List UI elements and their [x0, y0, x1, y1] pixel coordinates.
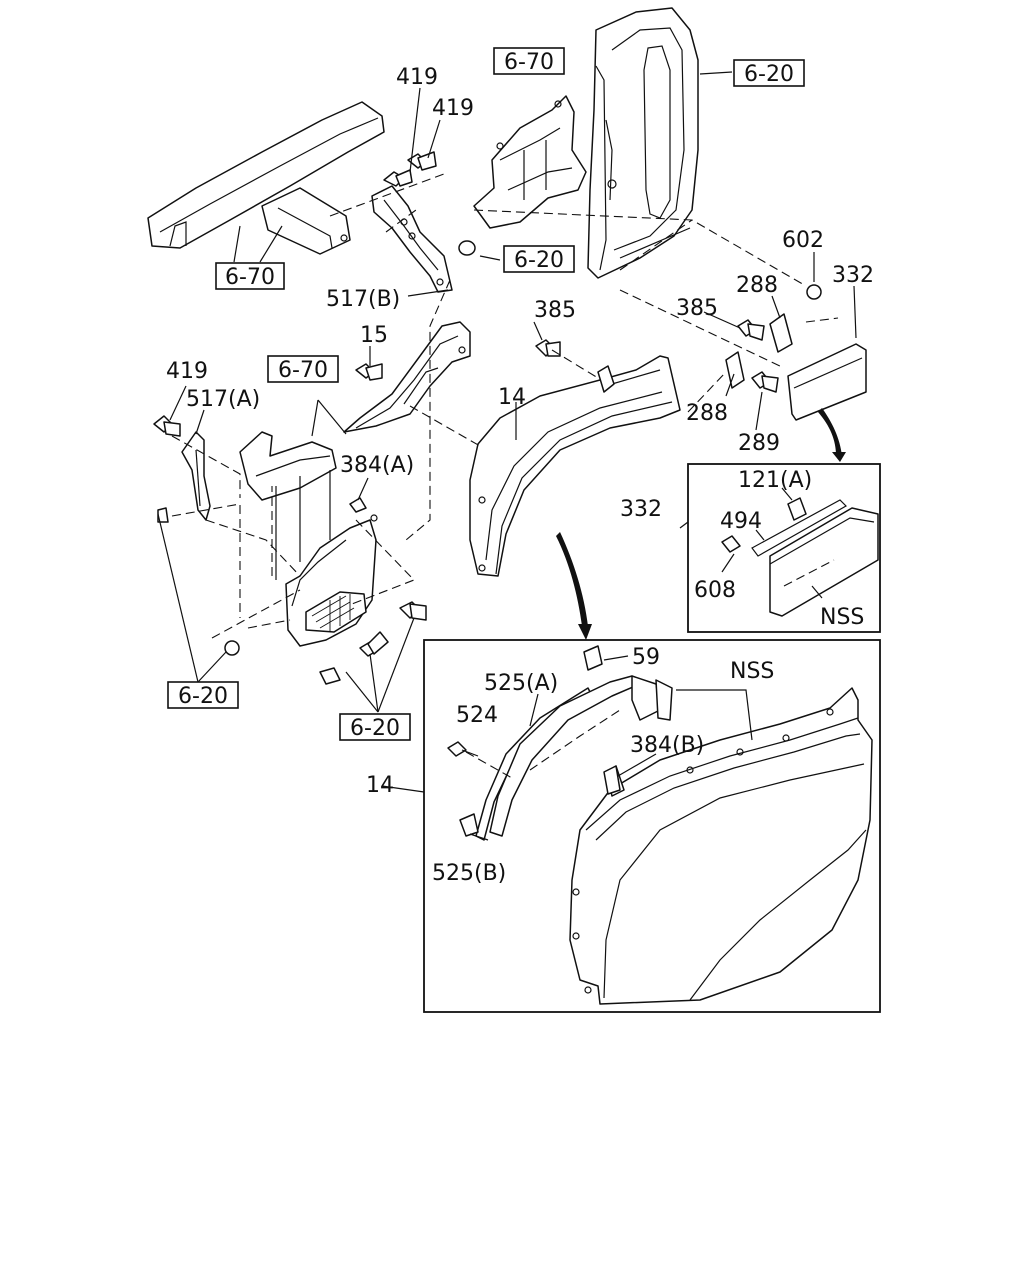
- callout-arrows: [556, 408, 846, 640]
- label-289: 289: [738, 431, 780, 456]
- bracket-6-70-upper-part: [473, 95, 587, 229]
- label-288-b: 288: [686, 401, 728, 426]
- label-detail-14: 14: [366, 773, 394, 798]
- label-384b: 384(B): [630, 733, 704, 758]
- label-fender-nss: NSS: [730, 659, 774, 684]
- label-15: 15: [360, 323, 388, 348]
- svg-text:6-70: 6-70: [504, 50, 554, 75]
- label-detail-nss: NSS: [820, 605, 864, 630]
- detail-box-fender-14: 59 525(A) NSS 524 384(B) 525(B): [423, 639, 881, 1013]
- detail-box-trim-332: 332 121(A) 494 608 NSS: [620, 463, 881, 633]
- ref-box-6-70-top: 6-70: [493, 47, 565, 75]
- cab-panel-part: [587, 7, 699, 279]
- ref-box-6-20-bottom: 6-20: [339, 713, 411, 741]
- label-121a: 121(A): [738, 468, 812, 493]
- label-419-a: 419: [396, 65, 438, 90]
- label-517a: 517(A): [186, 387, 260, 412]
- ref-box-6-70-lower: 6-70: [267, 355, 339, 383]
- bracket-15-part: [343, 321, 471, 433]
- fender-14-part: [469, 355, 681, 577]
- bolt-385-part: [535, 339, 561, 357]
- label-385-a: 385: [676, 296, 718, 321]
- label-59: 59: [632, 645, 660, 670]
- svg-text:6-70: 6-70: [278, 358, 328, 383]
- step-assembly-part: [224, 497, 427, 685]
- part-labels: 419 419 517(B) 602 332 288 385 385 15 14…: [166, 65, 874, 478]
- label-602: 602: [782, 228, 824, 253]
- label-517b: 517(B): [326, 287, 400, 312]
- label-14: 14: [498, 385, 526, 410]
- washer-6-20-part: [458, 240, 476, 256]
- svg-text:6-20: 6-20: [350, 716, 400, 741]
- label-419-c: 419: [166, 359, 208, 384]
- ref-box-6-20-left: 6-20: [167, 681, 239, 709]
- svg-text:6-20: 6-20: [178, 684, 228, 709]
- bracket-517b-part: [371, 151, 453, 293]
- ref-box-6-70-left: 6-70: [215, 262, 285, 290]
- bracket-6-70-left-part: [239, 431, 337, 580]
- svg-text:6-20: 6-20: [744, 62, 794, 87]
- label-524: 524: [456, 703, 498, 728]
- label-384a: 384(A): [340, 453, 414, 478]
- svg-text:6-70: 6-70: [225, 265, 275, 290]
- label-608: 608: [694, 578, 736, 603]
- ref-box-6-20-top: 6-20: [733, 59, 805, 87]
- label-288-a: 288: [736, 273, 778, 298]
- svg-text:6-20: 6-20: [514, 248, 564, 273]
- leader-lines: [157, 71, 857, 793]
- trim-332-parts: [725, 284, 867, 421]
- label-detail-332: 332: [620, 497, 662, 522]
- label-525b: 525(B): [432, 861, 506, 886]
- label-419-b: 419: [432, 96, 474, 121]
- bracket-517a-part: [153, 415, 211, 523]
- ref-box-6-20-mid: 6-20: [503, 245, 575, 273]
- label-332: 332: [832, 263, 874, 288]
- label-525a: 525(A): [484, 671, 558, 696]
- label-494: 494: [720, 509, 762, 534]
- label-385-b: 385: [534, 298, 576, 323]
- frame-rail-part: [147, 101, 385, 255]
